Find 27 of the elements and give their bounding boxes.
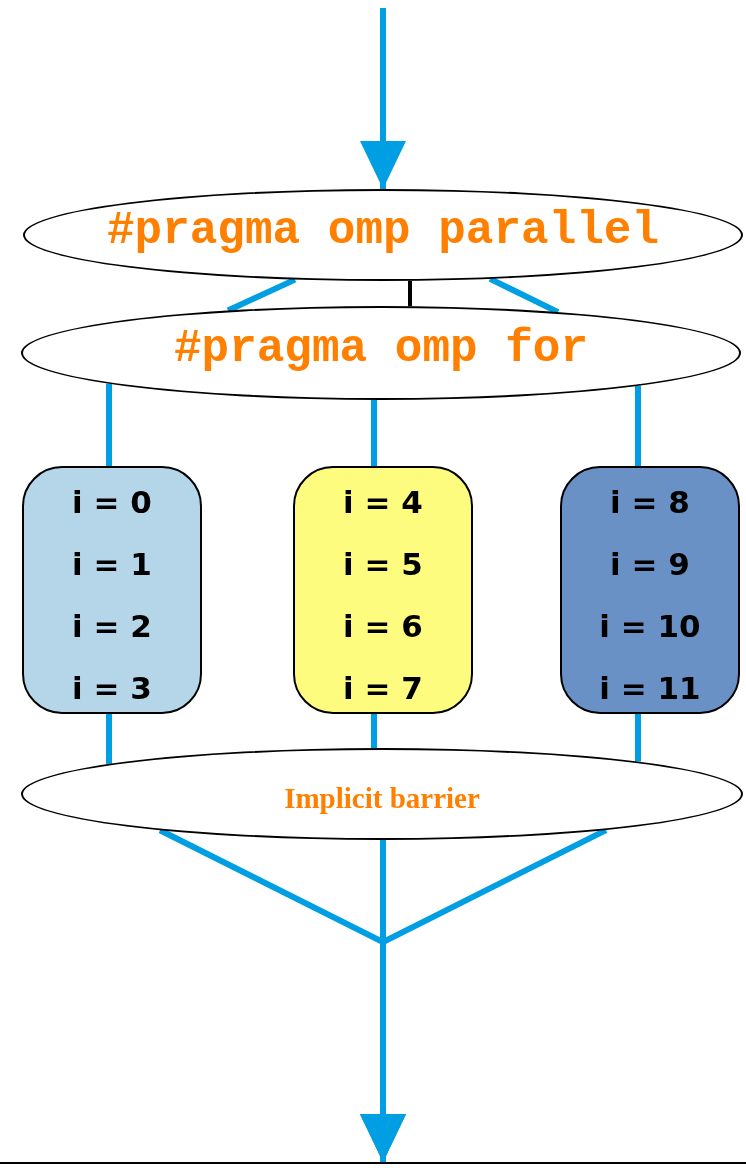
iteration-label: i = 7: [343, 669, 423, 708]
baseline-bar: [0, 1162, 746, 1164]
iteration-label: i = 8: [610, 483, 690, 522]
iteration-box: [293, 466, 473, 714]
iteration-label: i = 2: [72, 607, 152, 646]
connector-line: [106, 383, 112, 466]
connector-line: [635, 385, 641, 466]
iteration-label: i = 10: [599, 607, 701, 646]
connector-line: [371, 400, 377, 466]
iteration-box: [22, 466, 202, 714]
iteration-label: i = 5: [343, 545, 423, 584]
directive-label: #pragma omp parallel: [106, 208, 660, 254]
iteration-label: i = 9: [610, 545, 690, 584]
directive-label: Implicit barrier: [284, 783, 480, 813]
connector-line: [371, 714, 377, 748]
connector-line: [635, 714, 641, 762]
directive-label: #pragma omp for: [173, 326, 589, 372]
iteration-label: i = 3: [72, 669, 152, 708]
iteration-box: [560, 466, 740, 714]
iteration-label: i = 1: [72, 545, 152, 584]
arrow: [360, 8, 406, 189]
connector-line: [106, 714, 112, 764]
iteration-label: i = 0: [72, 483, 152, 522]
iteration-label: i = 6: [343, 607, 423, 646]
iteration-label: i = 4: [343, 483, 423, 522]
iteration-label: i = 11: [599, 669, 701, 708]
connector-line: [408, 280, 412, 307]
